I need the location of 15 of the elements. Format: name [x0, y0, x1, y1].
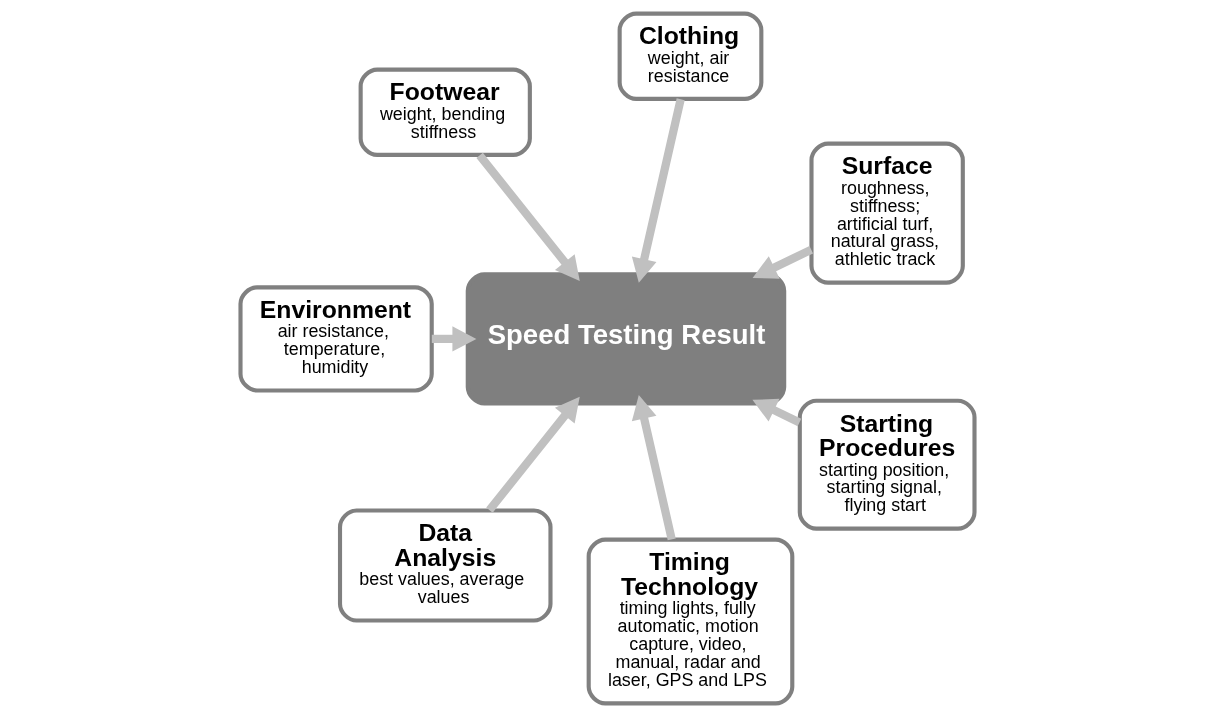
node-box: Speed Testing Result: [465, 272, 787, 406]
node-box: Data Analysis best values, average values: [337, 508, 553, 623]
arrow: [431, 326, 477, 352]
arrow: [486, 396, 580, 513]
node-box: Environment air resistance, temperature, humidity: [238, 285, 434, 393]
arrow: [752, 398, 802, 427]
node-box: Starting Procedures starting position, starting signal, flying start: [797, 398, 977, 531]
node-box: Surface roughness, stiffness; artificial turf, natural grass, athletic track: [809, 141, 965, 285]
arrow: [752, 245, 814, 279]
arrow: [476, 152, 580, 281]
node-box: Clothing weight, air resistance: [617, 11, 764, 101]
node-box: Footwear weight, bending stiffness: [358, 67, 532, 157]
arrow: [631, 98, 685, 283]
arrow: [631, 395, 676, 541]
node-box: Timing Technology timing lights, fully automatic, motion capture, video, manual, radar and laser, GPS and LPS: [586, 537, 795, 706]
